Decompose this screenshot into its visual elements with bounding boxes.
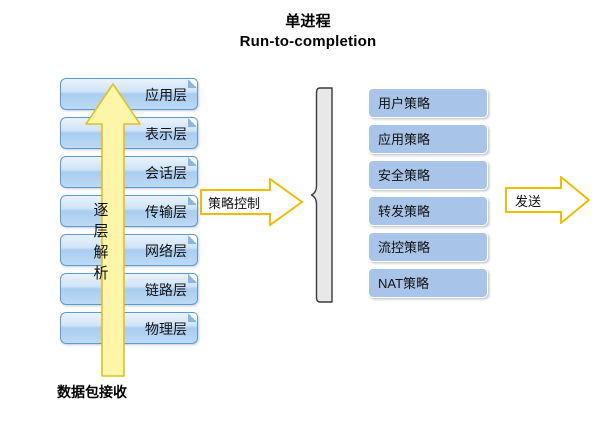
osi-layer-label: 链路层 [145, 282, 187, 298]
packet-receive-caption: 数据包接收 [57, 384, 127, 400]
osi-layer-transport[interactable]: 传输层 [60, 195, 198, 227]
title-line-english: Run-to-completion [239, 33, 377, 51]
policy-control-arrow[interactable]: 策略控制 [200, 178, 304, 226]
parse-char-1: 逐 [93, 202, 109, 219]
send-arrow[interactable]: 发送 [505, 176, 591, 224]
osi-layer-label: 应用层 [145, 87, 187, 103]
policy-item-label: 应用策略 [378, 132, 431, 147]
policy-item-application[interactable]: 应用策略 [368, 124, 488, 154]
policy-stack: 用户策略 应用策略 安全策略 转发策略 流控策略 NAT策略 [368, 88, 490, 304]
policy-item-label: NAT策略 [378, 276, 430, 291]
osi-layer-label: 物理层 [145, 321, 187, 337]
send-arrow-label: 发送 [515, 193, 542, 209]
page-title: 单进程 Run-to-completion [0, 12, 616, 53]
policy-item-nat[interactable]: NAT策略 [368, 268, 488, 298]
corner-fold-icon [188, 234, 198, 244]
osi-layer-label: 网络层 [145, 243, 187, 259]
policy-item-label: 转发策略 [378, 204, 431, 219]
osi-layer-label: 传输层 [145, 204, 187, 220]
osi-layer-session[interactable]: 会话层 [60, 156, 198, 188]
osi-layer-physical[interactable]: 物理层 [60, 312, 198, 344]
parse-char-2: 层 [93, 223, 109, 240]
osi-layer-label: 会话层 [145, 165, 187, 181]
parse-arrow-label: 逐 层 解 析 [88, 200, 114, 284]
title-line-chinese: 单进程 [285, 13, 331, 30]
policy-item-label: 用户策略 [378, 96, 431, 111]
left-curly-brace [310, 86, 334, 304]
policy-item-user[interactable]: 用户策略 [368, 88, 488, 118]
corner-fold-icon [188, 78, 198, 88]
policy-item-security[interactable]: 安全策略 [368, 160, 488, 190]
corner-fold-icon [188, 312, 198, 322]
corner-fold-icon [188, 156, 198, 166]
parse-char-3: 解 [93, 244, 109, 261]
osi-layer-presentation[interactable]: 表示层 [60, 117, 198, 149]
corner-fold-icon [188, 117, 198, 127]
parse-char-4: 析 [93, 265, 109, 282]
policy-item-flow-control[interactable]: 流控策略 [368, 232, 488, 262]
osi-protocol-stack: 应用层 表示层 会话层 传输层 网络层 链路层 物理层 [60, 78, 200, 344]
policy-item-label: 流控策略 [378, 240, 431, 255]
corner-fold-icon [188, 195, 198, 205]
policy-control-arrow-label: 策略控制 [208, 195, 261, 211]
policy-item-forwarding[interactable]: 转发策略 [368, 196, 488, 226]
osi-layer-network[interactable]: 网络层 [60, 234, 198, 266]
policy-item-label: 安全策略 [378, 168, 431, 183]
osi-layer-label: 表示层 [145, 126, 187, 142]
osi-layer-application[interactable]: 应用层 [60, 78, 198, 110]
corner-fold-icon [188, 273, 198, 283]
osi-layer-datalink[interactable]: 链路层 [60, 273, 198, 305]
